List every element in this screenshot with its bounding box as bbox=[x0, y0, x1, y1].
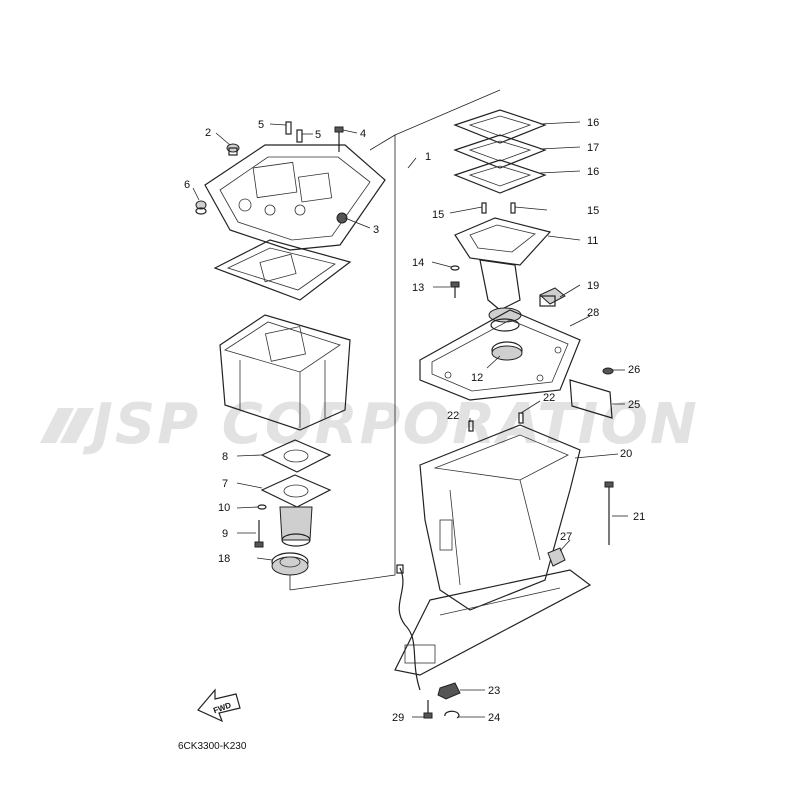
part-exhaust-guide bbox=[219, 314, 351, 431]
watermark-text: JSP CORPORATION bbox=[82, 392, 699, 457]
part-washer-14 bbox=[450, 265, 460, 271]
fwd-arrow-icon: FWD bbox=[197, 688, 241, 723]
watermark: JSP CORPORATION bbox=[40, 392, 699, 457]
callout-18: 18 bbox=[218, 553, 230, 565]
part-seal-12 bbox=[491, 341, 523, 361]
callout-15a: 15 bbox=[432, 209, 444, 221]
callout-21: 21 bbox=[633, 511, 645, 523]
callout-24: 24 bbox=[488, 712, 500, 724]
part-lower-gasket bbox=[213, 239, 352, 301]
callout-20: 20 bbox=[620, 448, 632, 460]
part-plug-2 bbox=[226, 143, 240, 156]
callout-8: 8 bbox=[222, 451, 228, 463]
divider-lines bbox=[289, 89, 501, 591]
callout-25: 25 bbox=[628, 399, 640, 411]
part-upper-mount-plate bbox=[204, 144, 386, 251]
part-lower-casing bbox=[394, 569, 592, 676]
part-bolt-26 bbox=[602, 367, 614, 375]
callout-23: 23 bbox=[488, 685, 500, 697]
callout-22b: 22 bbox=[543, 392, 555, 404]
part-gasket-8 bbox=[260, 439, 332, 473]
part-washer-10 bbox=[257, 504, 267, 510]
part-grommet-19 bbox=[539, 287, 566, 307]
part-gasket-28 bbox=[419, 309, 581, 401]
callout-13: 13 bbox=[412, 282, 424, 294]
callout-26: 26 bbox=[628, 364, 640, 376]
part-cable bbox=[396, 564, 421, 691]
callout-6: 6 bbox=[184, 179, 190, 191]
callout-5a: 5 bbox=[258, 119, 264, 131]
part-plate-17 bbox=[453, 134, 547, 169]
diagram-code: 6CK3300-K230 bbox=[178, 741, 247, 752]
callout-29: 29 bbox=[392, 712, 404, 724]
callout-1: 1 bbox=[425, 151, 431, 163]
part-bolt-4 bbox=[334, 126, 344, 152]
part-6 bbox=[195, 200, 207, 215]
part-clip-24 bbox=[444, 710, 460, 719]
watermark-logo-icon bbox=[40, 408, 94, 443]
part-pins-5 bbox=[285, 121, 303, 143]
callout-labels: 1 2 3 4 5 5 6 7 8 9 10 11 12 13 14 15 15… bbox=[184, 117, 645, 724]
callout-3: 3 bbox=[373, 224, 379, 236]
part-pins-15 bbox=[481, 202, 516, 214]
callout-28: 28 bbox=[587, 307, 599, 319]
part-housing-7 bbox=[260, 474, 332, 547]
callout-11: 11 bbox=[587, 235, 598, 247]
part-gasket-16-top bbox=[453, 109, 547, 144]
part-27 bbox=[547, 547, 566, 567]
callout-16a: 16 bbox=[587, 117, 599, 129]
callout-14: 14 bbox=[412, 257, 424, 269]
callout-15b: 15 bbox=[587, 205, 599, 217]
part-gasket-16-bottom bbox=[453, 159, 547, 194]
callout-19: 19 bbox=[587, 280, 599, 292]
fwd-label: FWD bbox=[212, 700, 232, 715]
part-bolt-29 bbox=[423, 700, 433, 719]
part-nut-23 bbox=[437, 682, 461, 700]
callout-10: 10 bbox=[218, 502, 230, 514]
callout-16b: 16 bbox=[587, 166, 599, 178]
leader-lines bbox=[192, 121, 628, 718]
callout-22a: 22 bbox=[447, 410, 459, 422]
part-upper-casing-20 bbox=[419, 424, 581, 611]
callout-17: 17 bbox=[587, 142, 599, 154]
part-seal-18 bbox=[271, 552, 309, 576]
part-plate-25 bbox=[569, 379, 613, 419]
callout-7: 7 bbox=[222, 478, 228, 490]
callout-5b: 5 bbox=[315, 129, 321, 141]
callout-2: 2 bbox=[205, 127, 211, 139]
part-bolt-13 bbox=[450, 281, 460, 298]
part-bolt-9 bbox=[254, 520, 264, 548]
part-bolt-21 bbox=[604, 481, 614, 545]
callout-27: 27 bbox=[560, 531, 572, 543]
callout-4: 4 bbox=[360, 128, 366, 140]
callout-12: 12 bbox=[471, 372, 483, 384]
callout-9: 9 bbox=[222, 528, 228, 540]
